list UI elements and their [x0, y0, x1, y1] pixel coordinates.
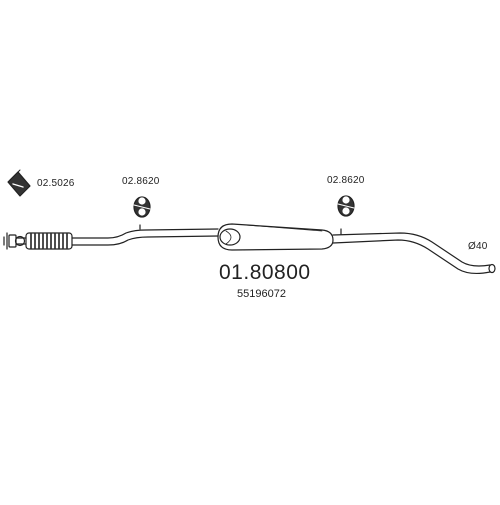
- front-pipe-bottom: [71, 235, 219, 246]
- oem-number: 55196072: [237, 288, 286, 300]
- pipe-diameter-label: Ø40: [468, 241, 488, 252]
- part-label-clamp: 02.5026: [37, 178, 75, 189]
- tail-end: [488, 263, 496, 274]
- flex-pipe: [25, 232, 73, 250]
- rubber-mount-icon-1: [133, 196, 151, 218]
- clamp-bracket-icon: [7, 169, 31, 197]
- part-label-mount-2: 02.8620: [327, 175, 365, 186]
- inlet-flange: [3, 232, 27, 250]
- front-pipe-top: [71, 228, 219, 239]
- part-label-mount-1: 02.8620: [122, 176, 160, 187]
- rear-pipe-bottom: [332, 239, 491, 275]
- muffler: [217, 223, 334, 251]
- rear-pipe-top: [332, 232, 491, 267]
- rubber-mount-icon-2: [337, 195, 355, 217]
- main-part-number: 01.80800: [219, 261, 311, 284]
